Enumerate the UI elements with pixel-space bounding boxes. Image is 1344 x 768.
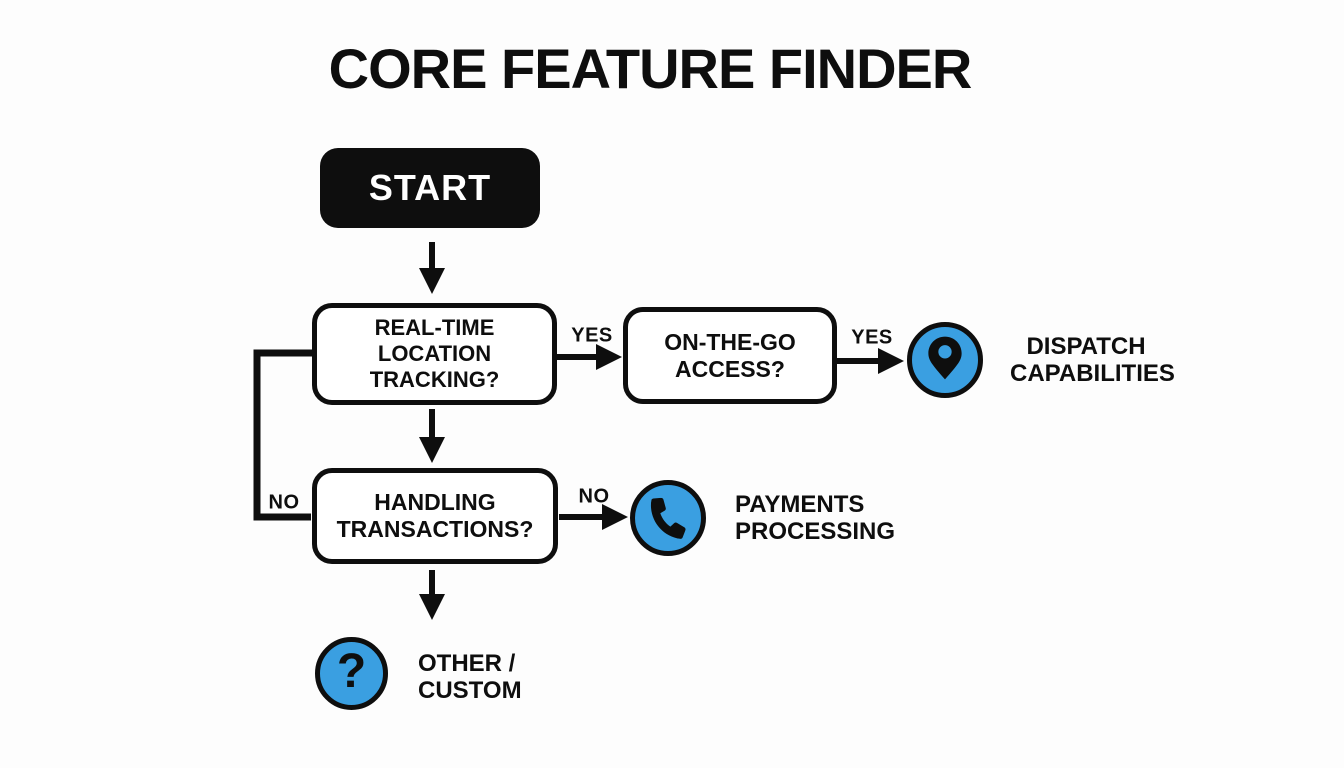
connector-location-to-transactions	[419, 409, 445, 463]
outcome-payments-line1: PAYMENTS	[735, 491, 865, 518]
outcome-other-circle: ?	[315, 637, 388, 710]
edge-label-access-yes: YES	[851, 326, 893, 349]
connector-location-yes-to-access	[557, 344, 622, 370]
outcome-dispatch-line2: CAPABILITIES	[1010, 360, 1175, 387]
decision-location-line1: REAL-TIME	[374, 315, 495, 340]
outcome-other-line1: OTHER /	[418, 650, 516, 677]
start-label: START	[368, 167, 492, 208]
outcome-other-label: OTHER / CUSTOM	[418, 650, 522, 704]
decision-location-tracking: REAL-TIME LOCATION TRACKING?	[312, 303, 557, 405]
connector-transactions-to-other	[419, 570, 445, 620]
decision-access-line2: ACCESS?	[675, 355, 785, 382]
connector-start-to-location	[419, 242, 445, 294]
outcome-payments-circle	[630, 480, 706, 556]
question-mark-icon: ?	[336, 644, 367, 698]
outcome-payments-label: PAYMENTS PROCESSING	[735, 491, 895, 545]
decision-handling-transactions: HANDLING TRANSACTIONS?	[312, 468, 558, 564]
decision-transactions-line1: HANDLING	[374, 489, 496, 515]
location-pin-icon	[926, 335, 964, 386]
decision-transactions-line2: TRANSACTIONS?	[336, 516, 534, 542]
outcome-dispatch-label: DISPATCH CAPABILITIES	[1010, 333, 1175, 387]
edge-label-location-yes: YES	[571, 324, 613, 347]
connector-access-yes-to-dispatch	[836, 348, 904, 374]
decision-access-line1: ON-THE-GO	[664, 328, 796, 355]
edge-label-location-no: NO	[268, 491, 300, 514]
page-title: CORE FEATURE FINDER	[328, 37, 973, 100]
phone-icon	[647, 497, 690, 540]
connector-transactions-no-to-payments	[559, 504, 628, 530]
start-node: START	[320, 148, 540, 228]
edge-label-transactions-no: NO	[578, 485, 610, 508]
outcome-dispatch-line1: DISPATCH	[1026, 333, 1146, 360]
outcome-other-line2: CUSTOM	[418, 677, 522, 704]
outcome-dispatch-circle	[907, 322, 983, 398]
connector-location-no-elbow	[253, 349, 313, 521]
decision-on-the-go-access: ON-THE-GO ACCESS?	[623, 307, 837, 404]
decision-location-line2: LOCATION	[377, 341, 492, 366]
outcome-payments-line2: PROCESSING	[735, 518, 896, 545]
decision-location-line3: TRACKING?	[369, 367, 500, 392]
